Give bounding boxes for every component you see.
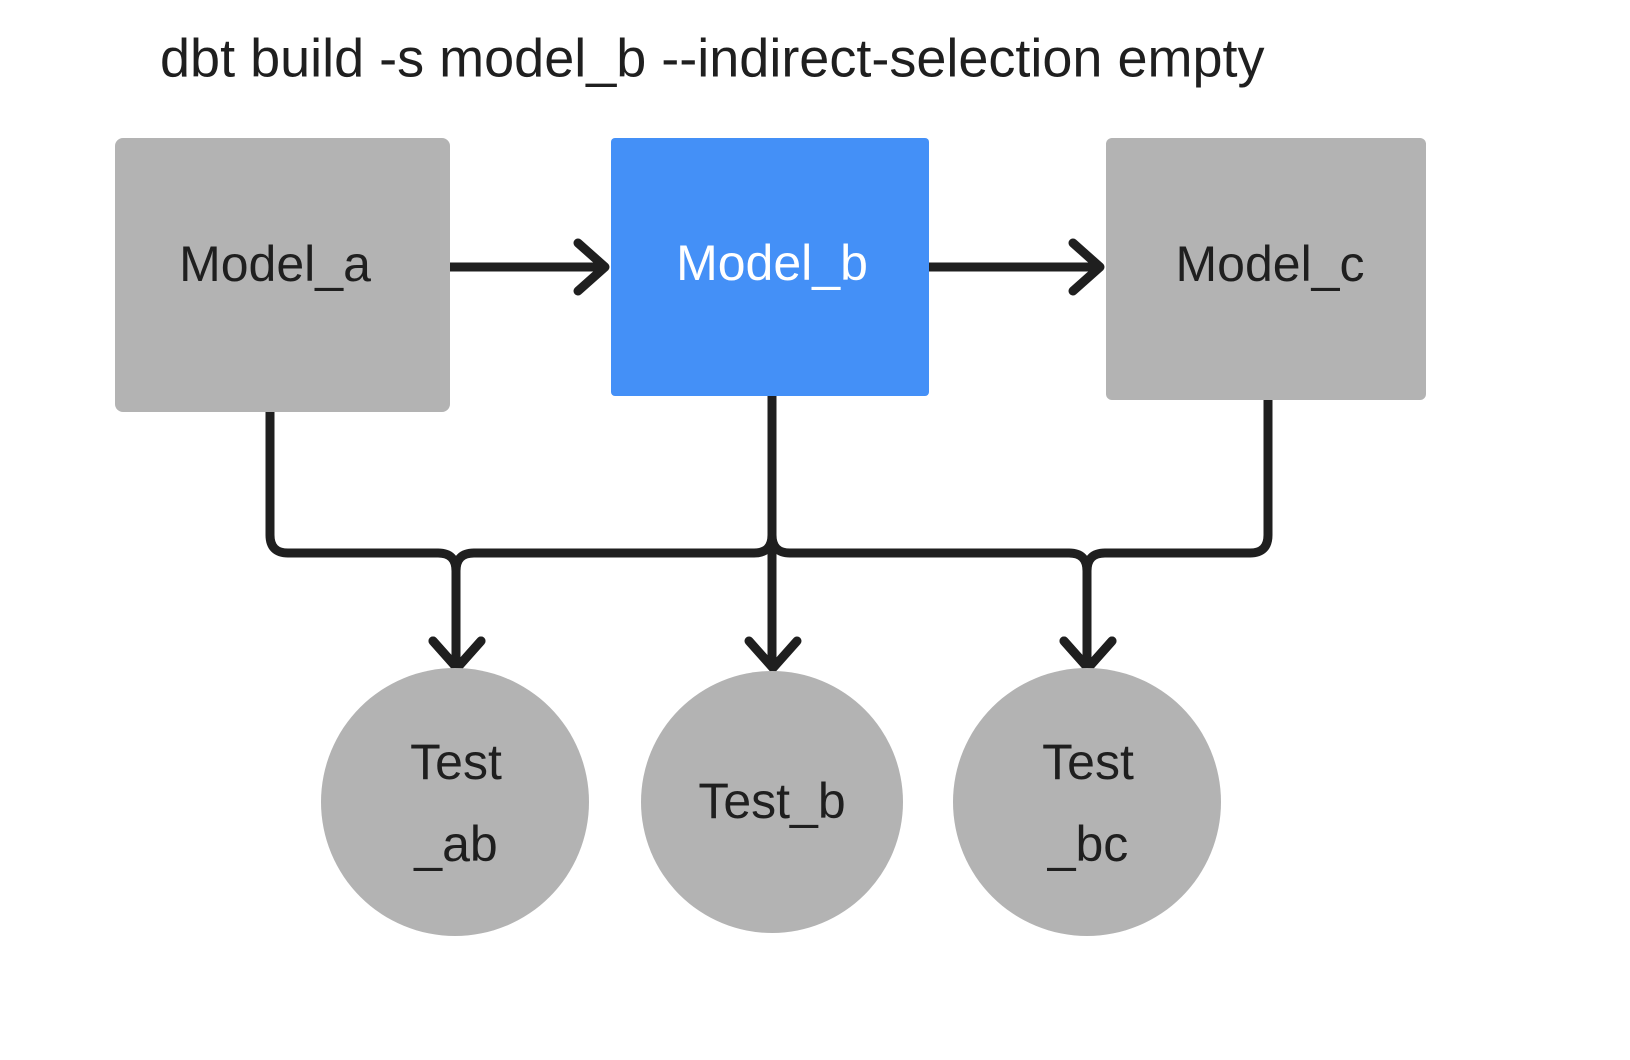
model-node-shape[interactable]	[1106, 138, 1426, 400]
edge-model-a-to-model-b	[445, 238, 610, 296]
test-node-label-line1: Test	[1042, 734, 1134, 790]
test-node-shape[interactable]	[641, 671, 903, 933]
test-node-shape[interactable]	[321, 668, 589, 936]
test-node-label-line1: Test_b	[698, 773, 845, 829]
model-node-shape[interactable]	[115, 138, 450, 412]
edge-model-c-to-test-bc	[1059, 395, 1273, 673]
test-node-test_bc[interactable]: Test _bc	[953, 668, 1221, 936]
arrow-head-icon	[744, 636, 802, 673]
model-node-model_b[interactable]: Model_b	[611, 138, 929, 396]
model-node-label: Model_b	[676, 235, 868, 291]
arrow-head-icon	[1068, 238, 1105, 296]
model-node-shape[interactable]	[611, 138, 929, 396]
edge-model-b-to-test-ab	[428, 391, 777, 673]
arrow-head-icon	[573, 238, 610, 296]
test-node-label-line1: Test	[410, 734, 502, 790]
test-nodes-group: Test _ab Test_b Test _bc	[321, 668, 1221, 936]
edge-line	[451, 391, 777, 665]
diagram-title: dbt build -s model_b --indirect-selectio…	[160, 28, 1265, 88]
edge-model-b-to-test-bc	[767, 391, 1117, 673]
model-node-label: Model_a	[179, 236, 371, 292]
model-node-model_a[interactable]: Model_a	[115, 138, 450, 412]
model-node-label: Model_c	[1176, 236, 1365, 292]
edge-model-a-to-test-ab	[265, 407, 486, 673]
model-node-model_c[interactable]: Model_c	[1106, 138, 1426, 400]
edge-line	[1082, 395, 1273, 665]
test-node-label-line2: _ab	[413, 816, 497, 872]
test-node-shape[interactable]	[953, 668, 1221, 936]
edge-line	[265, 407, 461, 665]
test-node-label-line2: _bc	[1047, 816, 1129, 872]
model-nodes-group: Model_a Model_b Model_c	[115, 138, 1426, 412]
edges-group	[265, 238, 1273, 673]
arrow-head-icon	[1059, 636, 1117, 673]
arrow-head-icon	[428, 636, 486, 673]
test-node-test_ab[interactable]: Test _ab	[321, 668, 589, 936]
edge-line	[767, 391, 1092, 665]
test-node-test_b[interactable]: Test_b	[641, 671, 903, 933]
edge-model-b-to-model-c	[924, 238, 1105, 296]
